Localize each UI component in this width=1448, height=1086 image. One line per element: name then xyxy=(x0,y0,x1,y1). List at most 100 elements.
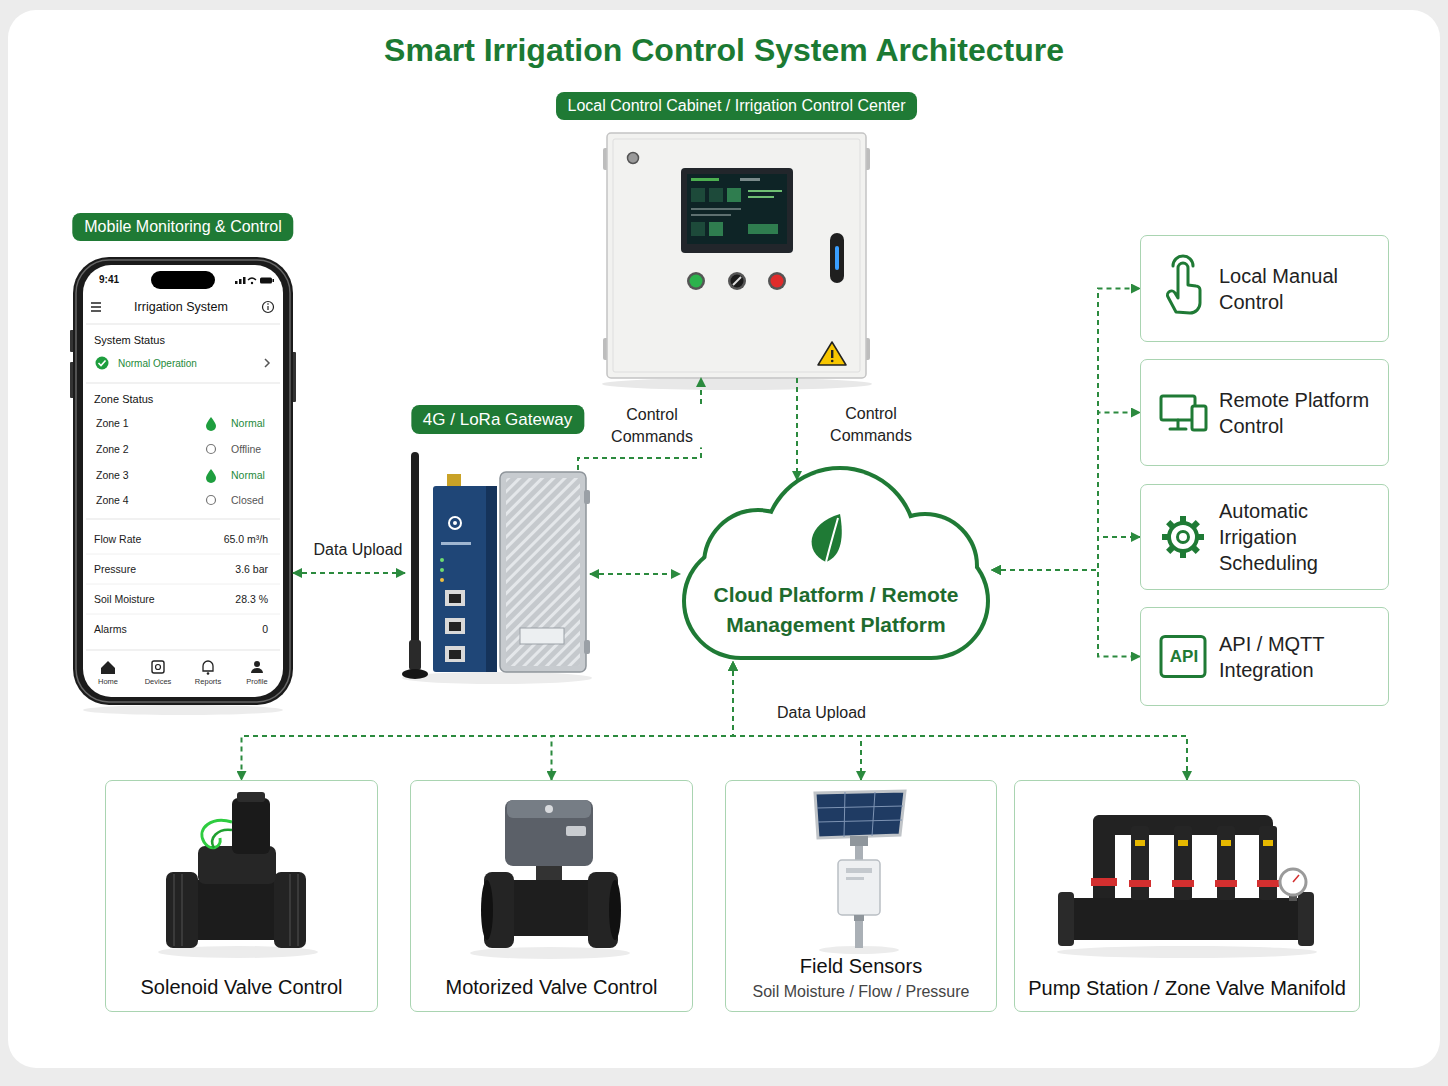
control-mode-box: API API / MQTT Integration xyxy=(1140,607,1389,706)
pump-manifold-illustration xyxy=(1257,880,1279,887)
motorized-valve-illustration xyxy=(505,800,593,866)
control-cabinet-illustration xyxy=(607,133,866,378)
solenoid-valve-illustration xyxy=(173,874,175,946)
gear-icon xyxy=(1194,522,1198,526)
cloud-outline xyxy=(686,470,986,656)
dashed-connector xyxy=(242,662,734,780)
gear-icon xyxy=(1180,516,1186,522)
connector-label: Control Commands xyxy=(599,404,705,447)
pump-manifold-illustration xyxy=(1215,880,1237,887)
gateway-illustration xyxy=(584,490,590,504)
node-label: API / MQTT Integration xyxy=(1219,631,1375,683)
screen-text: Offline xyxy=(231,443,261,456)
gateway-illustration xyxy=(486,486,497,672)
gateway-illustration xyxy=(445,646,465,662)
motorized-valve-illustration xyxy=(481,880,493,940)
control-cabinet-illustration xyxy=(740,178,760,181)
smartphone-illustration xyxy=(91,310,101,312)
pump-manifold-illustration xyxy=(1062,898,1312,940)
gateway-illustration xyxy=(402,452,592,684)
control-cabinet-illustration xyxy=(831,360,834,363)
control-cabinet-illustration xyxy=(748,224,778,234)
solenoid-valve-illustration xyxy=(212,830,232,848)
smartphone-illustration xyxy=(235,281,238,284)
gateway-illustration xyxy=(453,521,457,525)
field-sensor-illustration xyxy=(854,915,864,921)
gear-icon xyxy=(1178,532,1189,543)
gateway-illustration xyxy=(441,542,471,545)
control-cabinet-illustration xyxy=(691,222,705,236)
hand-pointer-icon xyxy=(1167,263,1200,313)
pump-manifold-illustration xyxy=(1259,826,1277,900)
control-cabinet-illustration xyxy=(613,139,860,372)
control-cabinet-illustration xyxy=(771,275,784,288)
pump-manifold-illustration xyxy=(1129,880,1151,887)
motorized-valve-illustration xyxy=(566,826,586,836)
api-icon-frame xyxy=(1161,637,1205,677)
screen-text: Normal xyxy=(231,469,265,482)
screen-text: Zone 1 xyxy=(96,417,129,430)
smartphone-illustration xyxy=(243,277,246,284)
solenoid-valve-illustration xyxy=(202,820,232,847)
smartphone-illustration xyxy=(206,469,216,483)
gateway-illustration xyxy=(449,594,461,603)
smartphone-illustration xyxy=(207,672,210,675)
node-label: API xyxy=(1170,646,1198,666)
screen-text: Devices xyxy=(145,677,172,686)
smartphone-illustration xyxy=(73,257,293,705)
solenoid-valve-illustration xyxy=(297,874,299,946)
smartphone-illustration xyxy=(86,554,280,555)
field-sensor-illustration xyxy=(844,792,845,837)
smartphone-illustration xyxy=(267,303,269,305)
control-mode-box: Automatic Irrigation Scheduling xyxy=(1140,484,1389,590)
screen-text: Alarms xyxy=(94,623,127,636)
screen-text: Irrigation System xyxy=(134,300,228,315)
node-label: Automatic Irrigation Scheduling xyxy=(1219,498,1375,576)
screen-text: Pressure xyxy=(94,563,136,576)
screen-text: 3.6 bar xyxy=(235,563,268,576)
gateway-illustration xyxy=(500,472,586,672)
gear-icon xyxy=(1194,548,1198,552)
motorized-valve-illustration xyxy=(545,805,553,813)
gateway-illustration xyxy=(584,640,590,654)
gateway-illustration xyxy=(440,578,444,582)
control-cabinet-illustration xyxy=(818,342,846,365)
smartphone-illustration xyxy=(70,257,296,715)
pump-manifold-illustration xyxy=(1057,815,1317,958)
screen-text: Zone Status xyxy=(94,393,153,406)
smartphone-illustration xyxy=(151,271,215,289)
node-label: Remote Platform Control xyxy=(1219,387,1375,439)
smartphone-illustration xyxy=(86,383,280,384)
gear-icon xyxy=(1168,548,1172,552)
gear-icon xyxy=(1169,523,1197,551)
pump-manifold-illustration xyxy=(1280,869,1306,895)
smartphone-illustration xyxy=(251,668,263,673)
solenoid-valve-illustration xyxy=(158,792,318,958)
smartphone-illustration xyxy=(86,324,280,325)
pump-manifold-illustration xyxy=(1217,826,1235,900)
smartphone-illustration xyxy=(207,445,216,454)
smartphone-illustration xyxy=(101,661,115,674)
dashed-connector xyxy=(992,413,1140,571)
node-label: Soil Moisture / Flow / Pressure xyxy=(753,982,970,1001)
solenoid-valve-illustration xyxy=(181,874,183,946)
device-box: Motorized Valve Control xyxy=(410,780,693,1012)
control-cabinet-illustration xyxy=(602,378,872,390)
pump-manifold-illustration xyxy=(1298,892,1314,946)
dashed-connector xyxy=(552,662,734,780)
pump-manifold-illustration xyxy=(1093,815,1115,905)
smartphone-illustration xyxy=(86,650,280,651)
control-mode-icons xyxy=(1161,256,1206,677)
control-cabinet-illustration xyxy=(709,188,723,202)
field-sensor-illustration xyxy=(838,860,880,915)
control-cabinet-illustration xyxy=(727,188,741,202)
smartphone-illustration xyxy=(96,357,109,370)
gear-icon xyxy=(1162,516,1204,558)
screen-text: Zone 4 xyxy=(96,494,129,507)
screen-text: Normal Operation xyxy=(118,358,197,370)
field-sensor-illustration xyxy=(850,836,868,846)
screen-text: 28.3 % xyxy=(235,593,268,606)
screen-text: Soil Moisture xyxy=(94,593,155,606)
control-cabinet-illustration xyxy=(768,272,786,290)
